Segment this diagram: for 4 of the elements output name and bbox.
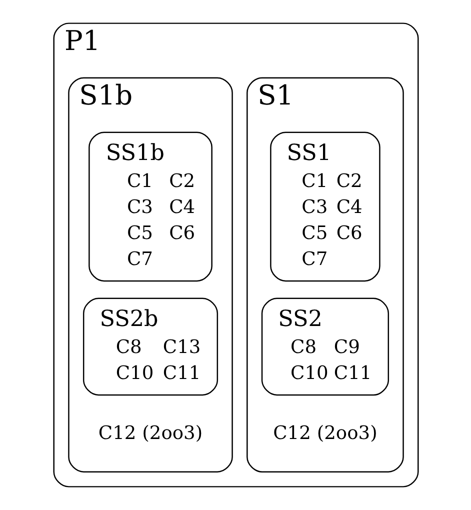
node-box: SS2 C8 C9 C10 C11 bbox=[260, 298, 389, 396]
node-box: SS1 C1 C2 C3 C4 C5 C6 C7 bbox=[270, 132, 380, 282]
node-box: SS2b C8 C13 C10 C11 bbox=[82, 298, 218, 396]
node-box: SS1b C1 C2 C3 C4 C5 C6 C7 bbox=[88, 132, 212, 282]
